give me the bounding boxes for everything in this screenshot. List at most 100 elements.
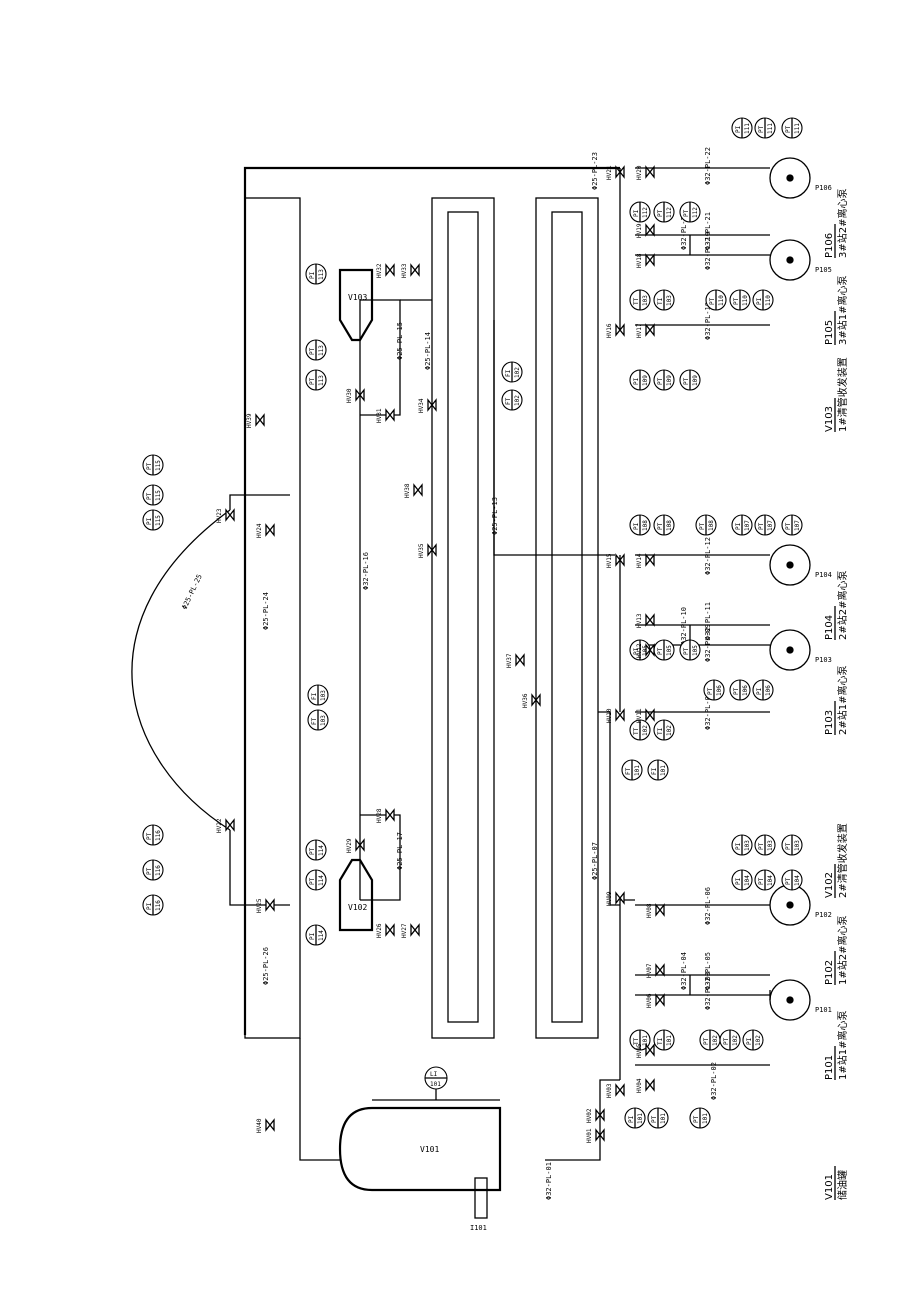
- valve-hv40[interactable]: HV40: [256, 1118, 275, 1133]
- valve-hv20[interactable]: HV20: [636, 165, 655, 180]
- instrument-pt106b-no: 106: [716, 685, 723, 696]
- valve-label: HV14: [636, 553, 643, 568]
- valve-hv16[interactable]: HV16: [606, 323, 625, 338]
- valve-hv11[interactable]: HV11: [636, 708, 655, 723]
- valve-hv31[interactable]: HV31: [376, 408, 395, 423]
- instrument-pt113b-no: 113: [318, 375, 325, 386]
- valve-hv10[interactable]: HV10: [606, 708, 625, 723]
- pump-p104[interactable]: P104: [769, 544, 832, 586]
- instrument-fi103-type: FI: [311, 692, 318, 700]
- instrument-pt109-type: PT: [657, 377, 664, 385]
- valve-hv30[interactable]: HV30: [346, 388, 365, 403]
- line-pl25-b: [229, 494, 290, 510]
- equipment-labels: V101 储油罐 P101 1#站1#离心泵 P102 1#站2#离心泵 V10…: [824, 189, 849, 1200]
- instrument-pt104b-no: 104: [794, 875, 801, 886]
- instrument-pt104b-type: PT: [785, 877, 792, 885]
- valve-hv35[interactable]: HV35: [418, 543, 437, 558]
- pump-p105[interactable]: P105: [769, 239, 832, 281]
- svg-text:2#站2#离心泵: 2#站2#离心泵: [836, 571, 849, 640]
- valve-hv12[interactable]: HV12: [636, 643, 655, 658]
- valve-label: HV31: [376, 408, 383, 423]
- instrument-pt110b-type: PT: [709, 297, 716, 305]
- instrument-pi113-no: 113: [318, 269, 325, 280]
- valve-hv02[interactable]: HV02: [586, 1108, 605, 1123]
- valve-label: HV21: [606, 165, 613, 180]
- valve-label: HV28: [376, 808, 383, 823]
- svg-text:P104: P104: [815, 571, 832, 579]
- instrument-pt111b-type: PT: [785, 125, 792, 133]
- instrument-pt104-type: PT: [758, 877, 765, 885]
- valve-hv13[interactable]: HV13: [636, 613, 655, 628]
- pump-p102[interactable]: P102: [769, 884, 832, 926]
- valve-hv38[interactable]: HV38: [404, 483, 423, 498]
- pig-receiver-v102[interactable]: V102: [338, 858, 374, 932]
- instrument-pt106-no: 106: [742, 685, 749, 696]
- instrument-pt102-type: PT: [723, 1037, 730, 1045]
- valve-hv34[interactable]: HV34: [418, 398, 437, 413]
- valve-hv39[interactable]: HV39: [246, 413, 265, 428]
- instrument-pt114b-no: 114: [318, 845, 325, 856]
- line-pl25-c: [229, 830, 290, 906]
- valve-label: HV33: [401, 263, 408, 278]
- instrument-pt103b-no: 103: [794, 840, 801, 851]
- valve-label: HV15: [606, 553, 613, 568]
- loop-rect-1: [244, 197, 301, 1039]
- svg-text:Φ32-PL-05: Φ32-PL-05: [704, 952, 712, 990]
- valve-hv18[interactable]: HV18: [636, 253, 655, 268]
- valve-hv33[interactable]: HV33: [401, 263, 420, 278]
- valve-hv06[interactable]: HV06: [646, 993, 665, 1008]
- valve-hv04[interactable]: HV04: [636, 1078, 655, 1093]
- instrument-pt114-no: 114: [318, 875, 325, 886]
- valve-label: HV03: [606, 1083, 613, 1098]
- pig-receiver-v103[interactable]: V103: [338, 268, 374, 342]
- valve-hv28[interactable]: HV28: [376, 808, 395, 823]
- loop-rect-3-inner: [551, 211, 583, 1023]
- instrument-pi114-no: 114: [318, 930, 325, 941]
- valve-hv37[interactable]: HV37: [506, 653, 525, 668]
- instrument-pi112-type: PI: [633, 209, 640, 217]
- valve-hv14[interactable]: HV14: [636, 553, 655, 568]
- svg-text:Φ32-PL-09: Φ32-PL-09: [704, 624, 712, 662]
- valve-hv24[interactable]: HV24: [256, 523, 275, 538]
- valve-hv25[interactable]: HV25: [256, 898, 275, 913]
- valve-label: HV39: [246, 413, 253, 428]
- valve-hv19[interactable]: HV19: [636, 223, 655, 238]
- instrument-pt107-type: PT: [758, 522, 765, 530]
- instrument-pt112b-type: PT: [683, 209, 690, 217]
- valve-hv01[interactable]: HV01: [586, 1128, 605, 1143]
- valve-hv29[interactable]: HV29: [346, 838, 365, 853]
- valve-hv22[interactable]: HV22: [216, 818, 235, 833]
- svg-text:2#站1#离心泵: 2#站1#离心泵: [836, 666, 849, 735]
- pump-p103[interactable]: P103: [769, 629, 832, 671]
- valve-hv26[interactable]: HV26: [376, 923, 395, 938]
- valve-hv09[interactable]: HV09: [606, 891, 625, 906]
- valve-label: HV09: [606, 891, 613, 906]
- valve-hv17[interactable]: HV17: [636, 323, 655, 338]
- valve-hv21[interactable]: HV21: [606, 165, 625, 180]
- valve-hv36[interactable]: HV36: [522, 693, 541, 708]
- instrument-ti101-no: 101: [666, 1035, 673, 1046]
- valve-hv32[interactable]: HV32: [376, 263, 395, 278]
- valve-hv27[interactable]: HV27: [401, 923, 420, 938]
- valve-hv03[interactable]: HV03: [606, 1083, 625, 1098]
- valve-hv08[interactable]: HV08: [646, 903, 665, 918]
- valve-hv23[interactable]: HV23: [216, 508, 235, 523]
- valve-hv05[interactable]: HV05: [636, 1043, 655, 1058]
- pump-p106[interactable]: P106: [769, 157, 832, 199]
- label-v101: V101 储油罐: [824, 1166, 849, 1200]
- tank-v101[interactable]: V101 I101: [338, 1088, 502, 1232]
- valve-hv15[interactable]: HV15: [606, 553, 625, 568]
- instrument-ti101-type: TI: [657, 1037, 664, 1045]
- instrument-pi105-type: PI: [633, 647, 640, 655]
- valve-hv07[interactable]: HV07: [646, 963, 665, 978]
- pump-p101[interactable]: P101: [769, 979, 832, 1021]
